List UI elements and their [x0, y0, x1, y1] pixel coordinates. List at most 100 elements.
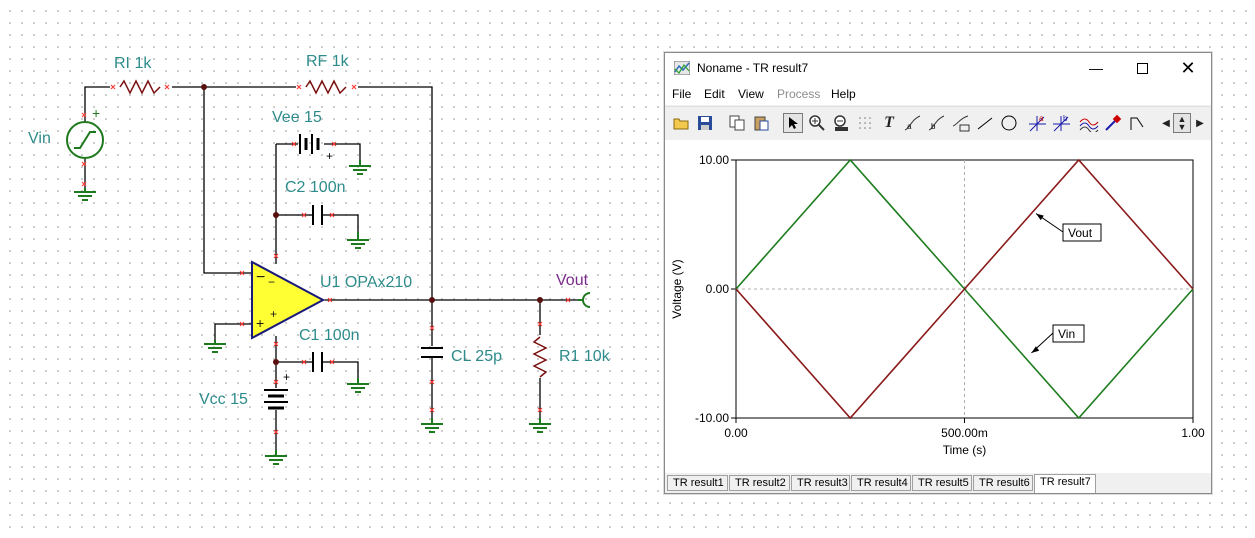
zoom-100-icon [834, 115, 848, 131]
tab-tr-result6[interactable]: TR result6 [973, 475, 1033, 491]
menu-view[interactable]: View [738, 87, 764, 101]
cursor-a-icon: a [904, 115, 921, 131]
copy-icon [729, 115, 745, 131]
tab-tr-result2[interactable]: TR result2 [729, 475, 790, 491]
vout-connector [578, 292, 591, 308]
series-line-vout [735, 158, 1194, 420]
vin-source-symbol: + [66, 105, 104, 159]
svg-text:b: b [1063, 114, 1068, 123]
minimize-icon: — [1089, 60, 1103, 76]
tab-tr-result3[interactable]: TR result3 [791, 475, 850, 491]
zoom-in-icon [809, 115, 825, 131]
menu-edit[interactable]: Edit [704, 87, 725, 101]
vee-battery: + [299, 134, 333, 163]
grid-button[interactable] [855, 113, 875, 133]
wires [84, 86, 578, 450]
text-button[interactable]: T [879, 113, 899, 133]
pin-markers [81, 84, 571, 435]
cursor-b-icon: b [928, 115, 945, 131]
vee-label: Vee 15 [272, 109, 322, 126]
ellipse-button[interactable] [999, 113, 1019, 133]
menu-bar: File Edit View Process Help [665, 83, 1211, 105]
marker-b-icon: b [1053, 114, 1070, 132]
menu-help[interactable]: Help [831, 87, 856, 101]
curve-icon [1079, 118, 1099, 132]
circuit-schematic: + + + − + + − [28, 53, 611, 465]
svg-text:+: + [256, 315, 264, 331]
x-axis-label: Time (s) [943, 443, 987, 457]
step-icon [1130, 117, 1144, 130]
window-title: Noname - TR result7 [697, 61, 809, 75]
vcc-battery: + [264, 370, 290, 410]
annotation-arrowhead-vout [1036, 213, 1044, 221]
tab-tr-result7[interactable]: TR result7 [1034, 474, 1096, 493]
maximize-button[interactable] [1119, 53, 1165, 83]
paste-button[interactable] [751, 113, 771, 133]
rf-resistor [305, 79, 347, 95]
y-tick-label: 0.00 [706, 282, 730, 296]
y-axis-label: Voltage (V) [670, 259, 684, 318]
zoom-in-button[interactable] [807, 113, 827, 133]
cursor-a-button[interactable]: a [903, 113, 923, 133]
line-button[interactable] [975, 113, 995, 133]
rf-label: RF 1k [306, 53, 350, 70]
junctions [201, 84, 543, 365]
copy-button[interactable] [727, 113, 747, 133]
zoom-100-button[interactable] [831, 113, 851, 133]
r1-label: R1 10k [559, 348, 611, 365]
ri-label: RI 1k [114, 55, 152, 72]
marker-a-button[interactable]: a [1027, 113, 1047, 133]
vin-label: Vin [28, 130, 51, 147]
scroll-left-icon: ◀ [1162, 117, 1170, 129]
probe-button[interactable] [1103, 113, 1123, 133]
c1-label: C1 100n [299, 327, 360, 344]
r1-resistor [532, 336, 548, 378]
svg-text:−: − [256, 269, 265, 286]
minimize-button[interactable]: — [1073, 53, 1119, 83]
cursor-b-button[interactable]: b [927, 113, 947, 133]
y-tick-label: -10.00 [695, 411, 729, 425]
open-button[interactable] [671, 113, 691, 133]
maximize-icon [1136, 62, 1148, 74]
scroll-left-button[interactable]: ◀ [1159, 113, 1173, 133]
svg-text:a: a [907, 122, 912, 131]
vcc-label: Vcc 15 [199, 391, 248, 408]
ground-symbols [74, 160, 551, 465]
tab-tr-result4[interactable]: TR result4 [851, 475, 911, 491]
svg-text:+: + [92, 105, 100, 121]
c2-label: C2 100n [285, 179, 346, 196]
menu-process[interactable]: Process [777, 87, 821, 101]
tab-tr-result1[interactable]: TR result1 [667, 475, 728, 491]
marker-b-button[interactable]: b [1051, 113, 1071, 133]
ellipse-icon [1001, 115, 1017, 131]
scroll-updown-button[interactable]: ▲▼ [1173, 113, 1191, 133]
tab-tr-result5[interactable]: TR result5 [912, 475, 972, 491]
probe-icon [1105, 114, 1122, 131]
annotation-label-vout: Vout [1068, 226, 1093, 240]
x-tick-label: 500.00m [941, 426, 988, 440]
paste-icon [754, 116, 769, 131]
save-button[interactable] [695, 113, 715, 133]
toolbar: T a b a b ◀ ▲▼ ▶ [665, 106, 1211, 141]
cl-capacitor [421, 347, 443, 358]
step-button[interactable] [1127, 113, 1147, 133]
close-button[interactable]: ✕ [1165, 53, 1211, 83]
annotation-label-vin: Vin [1058, 327, 1075, 341]
svg-text:−: − [268, 275, 275, 289]
y-tick-label: 10.00 [699, 153, 729, 167]
svg-text:b: b [931, 122, 936, 131]
pointer-button[interactable] [783, 113, 803, 133]
svg-text:+: + [270, 307, 277, 321]
scroll-right-icon: ▶ [1196, 117, 1204, 129]
close-icon: ✕ [1180, 57, 1196, 78]
grid-icon [859, 117, 871, 129]
curve-button[interactable] [1079, 113, 1099, 133]
scroll-right-button[interactable]: ▶ [1193, 113, 1207, 133]
menu-file[interactable]: File [672, 87, 692, 101]
cursor-table-button[interactable] [951, 113, 971, 133]
title-bar[interactable]: Noname - TR result7 — ✕ [665, 53, 1211, 83]
line-icon [977, 117, 993, 130]
